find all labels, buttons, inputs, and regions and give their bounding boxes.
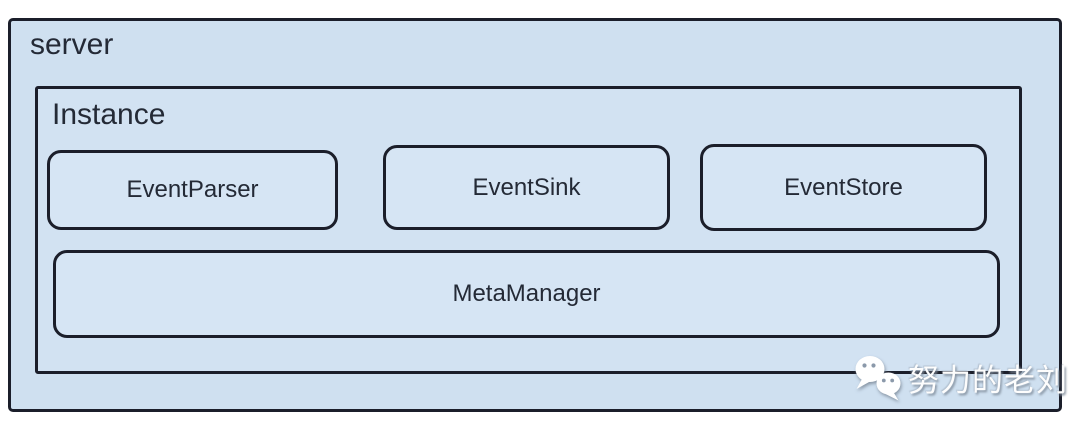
server-label: server <box>30 28 114 61</box>
event-sink-box: EventSink <box>383 145 670 230</box>
event-parser-label: EventParser <box>126 176 259 203</box>
event-parser-box: EventParser <box>47 150 338 230</box>
event-sink-label: EventSink <box>472 173 581 201</box>
meta-manager-box: MetaManager <box>53 250 1000 338</box>
watermark-text: 努力的老刘 <box>908 362 1068 398</box>
watermark: 努力的老刘 <box>852 352 1068 402</box>
event-store-label: EventStore <box>784 173 903 201</box>
event-store-box: EventStore <box>700 144 987 231</box>
instance-label: Instance <box>52 98 166 131</box>
meta-manager-label: MetaManager <box>452 280 601 307</box>
wechat-icon <box>855 356 901 401</box>
